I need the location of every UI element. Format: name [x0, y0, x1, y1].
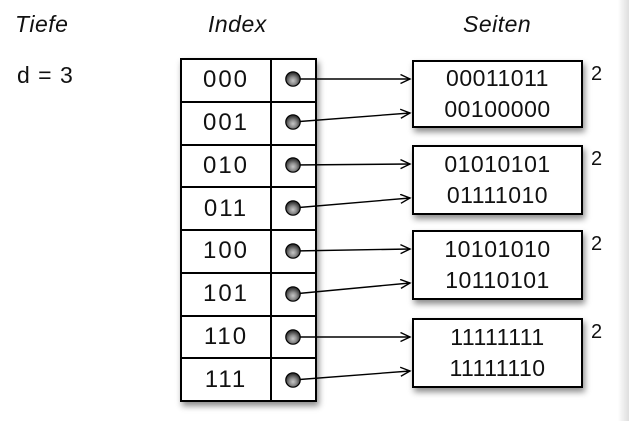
pointer-cell — [272, 231, 315, 272]
index-row: 101 — [182, 271, 315, 315]
index-row: 000 — [182, 60, 315, 101]
page-local-depth: 2 — [591, 63, 603, 85]
pointer-cell — [272, 103, 315, 144]
index-row-label: 001 — [182, 102, 272, 144]
index-row-label: 000 — [182, 60, 272, 101]
pointer-cell — [272, 317, 315, 358]
right-edge-shade — [618, 0, 629, 421]
depth-title: Tiefe — [15, 11, 69, 37]
index-row: 011 — [182, 186, 315, 229]
index-row: 110 — [182, 314, 315, 358]
pointer-cell — [272, 146, 315, 187]
page-value: 11111110 — [449, 355, 546, 381]
page-value: 10110101 — [445, 267, 550, 293]
pointer-cell — [272, 274, 315, 315]
page-value: 01010101 — [444, 151, 551, 177]
page-box: 11111111 11111110 — [412, 318, 583, 388]
index-row: 010 — [182, 143, 315, 187]
depth-value: d = 3 — [17, 62, 74, 88]
pointer-cell — [272, 60, 315, 101]
index-row-label: 100 — [182, 231, 272, 272]
index-row-label: 010 — [182, 145, 272, 187]
index-row: 001 — [182, 100, 315, 144]
page-local-depth: 2 — [591, 148, 603, 170]
pointer-cell — [272, 188, 315, 229]
page-value: 01111010 — [446, 182, 549, 208]
page-box: 01010101 01111010 — [412, 145, 583, 215]
index-row-label: 110 — [182, 316, 272, 358]
pointer-cell — [272, 359, 315, 400]
index-row-label: 101 — [182, 273, 272, 315]
index-row: 100 — [182, 229, 315, 272]
pages-title: Seiten — [463, 11, 532, 37]
page-value: 00011011 — [446, 65, 549, 91]
page-local-depth: 2 — [591, 233, 603, 255]
page-value: 11111111 — [450, 324, 545, 350]
page-value: 10101010 — [444, 236, 551, 262]
index-row: 111 — [182, 357, 315, 400]
page-value: 00100000 — [444, 96, 551, 122]
page-box: 10101010 10110101 — [412, 230, 583, 300]
index-title: Index — [208, 11, 267, 37]
page-box: 00011011 00100000 — [412, 60, 583, 128]
index-row-label: 111 — [182, 359, 272, 400]
page-local-depth: 2 — [591, 321, 603, 343]
index-row-label: 011 — [182, 188, 272, 229]
